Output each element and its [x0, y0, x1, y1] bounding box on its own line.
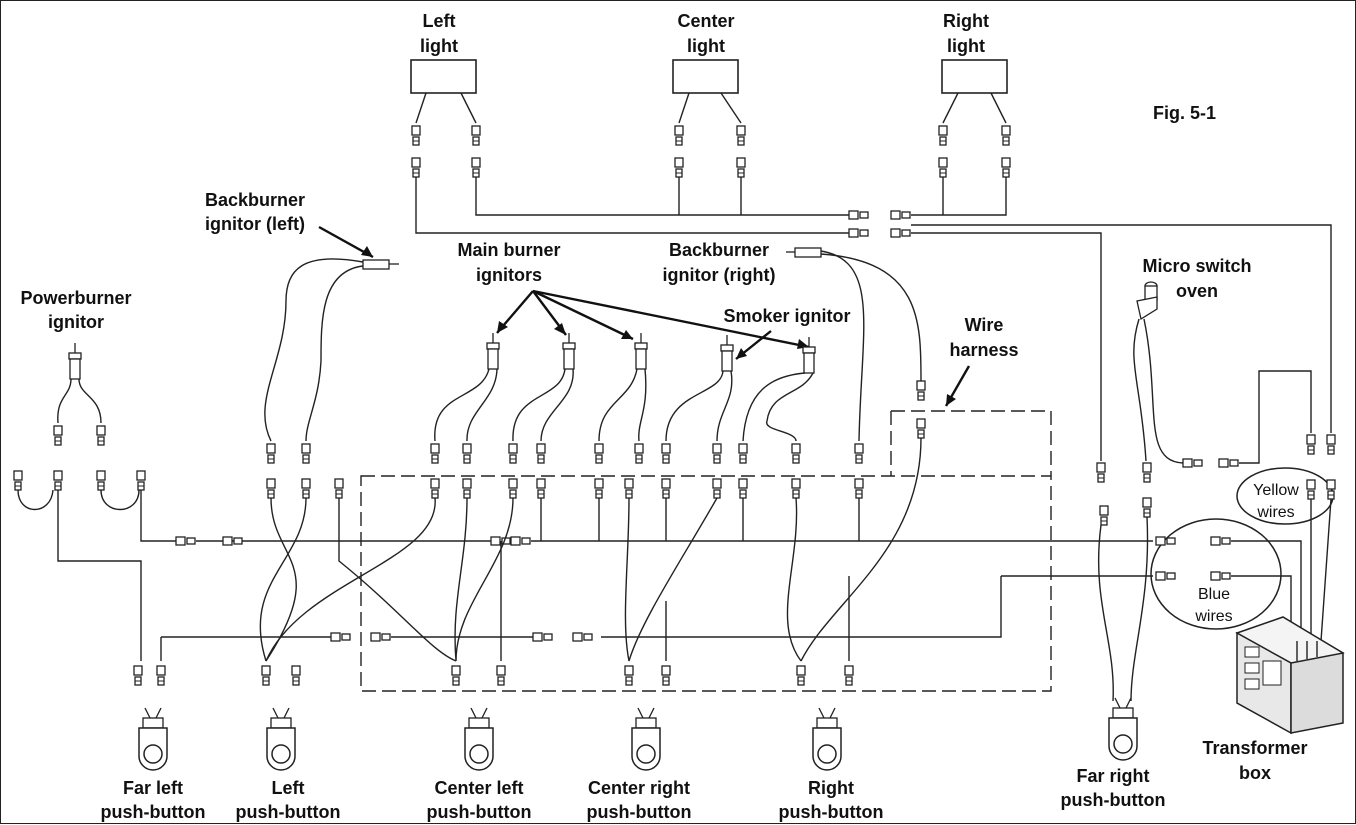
smoker-ignitor: [720, 334, 734, 372]
main-burner-label-1: Main burner: [457, 240, 560, 260]
right-light-label-1: Right: [943, 11, 989, 31]
harness-wires: [160, 437, 1153, 662]
center-light: [672, 59, 746, 178]
center-left-push-button[interactable]: [464, 707, 494, 771]
smoker-arrowhead: [736, 348, 747, 359]
left-light: [410, 59, 481, 178]
center-light-label-1: Center: [677, 11, 734, 31]
push-button-connectors: [133, 665, 854, 686]
left-light-label-1: Left: [423, 11, 456, 31]
wire-harness-label-2: harness: [949, 340, 1018, 360]
powerburner-label-1: Powerburner: [20, 288, 131, 308]
center-right-push-button[interactable]: [631, 707, 661, 771]
blue-wires-label-2: wires: [1194, 608, 1232, 625]
wire-harness-outline: [360, 410, 1052, 692]
wire-harness-label-1: Wire: [965, 315, 1004, 335]
center-left-button-label-2: push-button: [427, 802, 532, 822]
backburner-left-arrowhead: [361, 246, 373, 257]
micro-switch: [1133, 281, 1312, 468]
yellow-wires-group: [1236, 434, 1336, 642]
far-left-push-button[interactable]: [138, 707, 168, 771]
right-button-label-2: push-button: [779, 802, 884, 822]
transformer-box: [1235, 616, 1345, 735]
center-right-button-label-2: push-button: [587, 802, 692, 822]
powerburner-ignitor: [13, 342, 176, 661]
blue-wires-label-1: Blue: [1198, 586, 1230, 603]
blue-wires-group: [1150, 518, 1302, 641]
backburner-right-label-2: ignitor (right): [663, 265, 776, 285]
far-right-button-label-1: Far right: [1076, 766, 1149, 786]
transformer-label-1: Transformer: [1202, 738, 1307, 758]
transformer-label-2: box: [1239, 763, 1271, 783]
micro-switch-label-2: oven: [1176, 281, 1218, 301]
burner-ignitor-wires: [434, 368, 814, 442]
backburner-left-label-1: Backburner: [205, 190, 305, 210]
left-button-label-1: Left: [272, 778, 305, 798]
figure-number: Fig. 5-1: [1153, 103, 1216, 123]
center-right-button-label-1: Center right: [588, 778, 690, 798]
far-left-button-label-2: push-button: [101, 802, 206, 822]
micro-switch-label-1: Micro switch: [1142, 256, 1251, 276]
backburner-left-ignitor: [264, 258, 399, 442]
far-left-button-label-1: Far left: [123, 778, 183, 798]
right-push-button[interactable]: [812, 707, 842, 771]
backburner-right-label-1: Backburner: [669, 240, 769, 260]
yellow-wires-label-2: wires: [1256, 504, 1294, 521]
left-push-button[interactable]: [266, 707, 296, 771]
backburner-right-ignitor: [786, 247, 922, 442]
main-burner-label-2: ignitors: [476, 265, 542, 285]
backburner-left-label-2: ignitor (left): [205, 214, 305, 234]
left-light-label-2: light: [420, 36, 458, 56]
wire-harness-arrowhead: [946, 394, 956, 406]
center-light-label-2: light: [687, 36, 725, 56]
right-button-label-1: Right: [808, 778, 854, 798]
smoker-label: Smoker ignitor: [723, 306, 850, 326]
far-right-button-label-2: push-button: [1061, 790, 1166, 810]
far-right-wiring: [1096, 462, 1152, 702]
powerburner-label-2: ignitor: [48, 312, 104, 332]
center-left-button-label-1: Center left: [434, 778, 523, 798]
right-light-label-2: light: [947, 36, 985, 56]
light-bus-wires: [415, 177, 1332, 461]
yellow-wires-label-1: Yellow: [1253, 482, 1299, 499]
far-right-push-button[interactable]: [1108, 697, 1138, 761]
left-button-label-2: push-button: [236, 802, 341, 822]
lower-connectors: [266, 478, 864, 499]
upper-connectors: [266, 380, 926, 464]
right-light: [938, 59, 1011, 178]
